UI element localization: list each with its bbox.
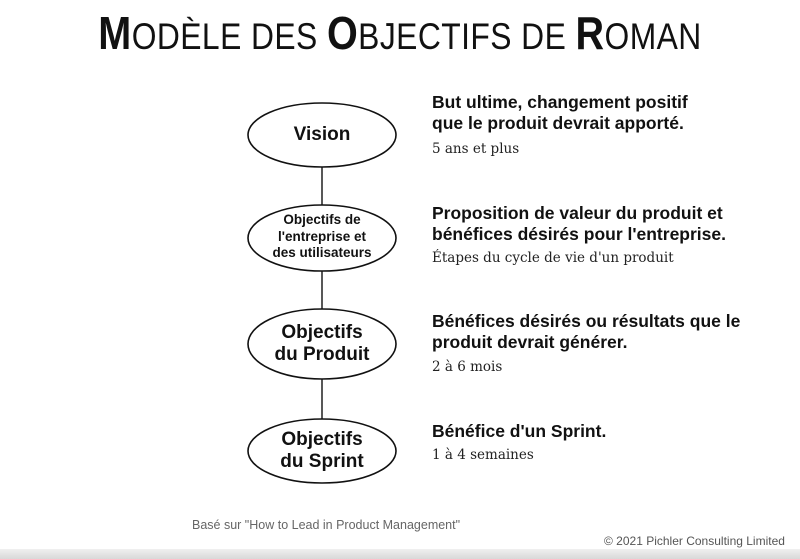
vision-ellipse xyxy=(247,102,397,168)
node-label-product-objectives: Objectifs du Produit xyxy=(274,322,370,365)
source-note: Basé sur "How to Lead in Product Managem… xyxy=(192,518,461,532)
bottom-bar xyxy=(0,549,800,559)
business-objectives-ellipse xyxy=(247,204,397,272)
node-label-sprint-objectives: Objectifs du Sprint xyxy=(280,429,364,472)
sprint-objectives-horizon: 1 à 4 semaines xyxy=(432,447,534,463)
product-objectives-ellipse xyxy=(247,308,397,380)
business-objectives-description: Proposition de valeur du produit et béné… xyxy=(432,203,726,244)
product-objectives-description: Bénéfices désirés ou résultats que le pr… xyxy=(432,311,741,352)
business-objectives-horizon: Étapes du cycle de vie d'un produit xyxy=(432,250,674,266)
vision-horizon: 5 ans et plus xyxy=(432,141,520,157)
sprint-objectives-ellipse xyxy=(247,418,397,484)
vision-description: But ultime, changement positif que le pr… xyxy=(432,92,688,133)
page-title: MODÈLE DES OBJECTIFS DE ROMAN xyxy=(98,7,702,59)
sprint-objectives-description: Bénéfice d'un Sprint. xyxy=(432,421,607,441)
product-objectives-horizon: 2 à 6 mois xyxy=(432,359,503,375)
node-label-business-objectives: Objectifs de l'entreprise et des utilisa… xyxy=(272,212,372,260)
node-label-vision: Vision xyxy=(293,124,351,145)
copyright-note: © 2021 Pichler Consulting Limited xyxy=(604,534,785,548)
